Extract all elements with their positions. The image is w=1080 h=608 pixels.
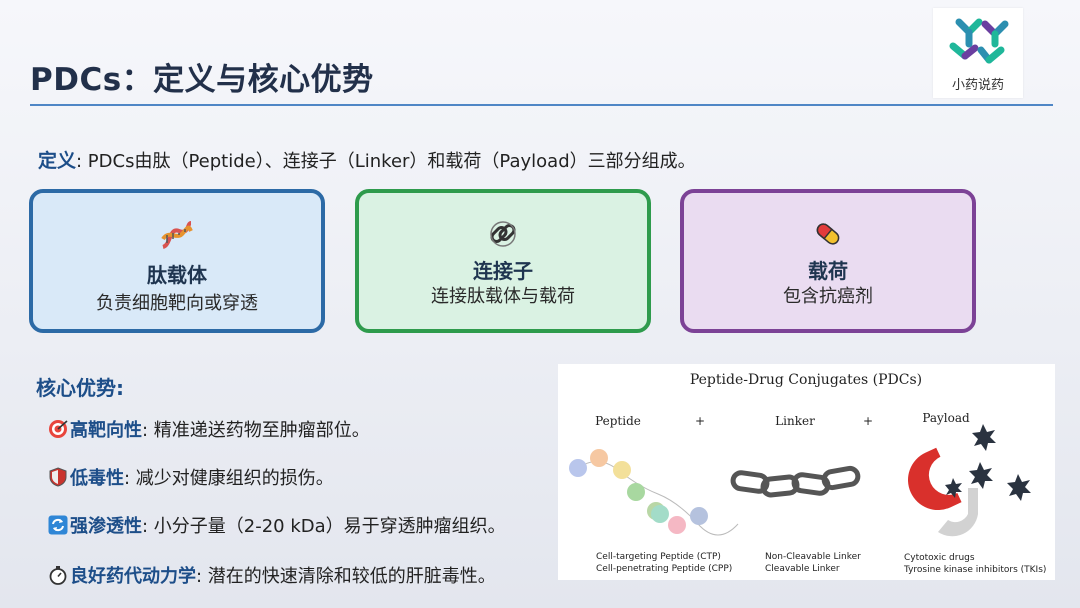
card-title: 连接子 bbox=[473, 259, 533, 283]
card-description: 连接肽载体与载荷 bbox=[431, 286, 575, 307]
title-divider bbox=[30, 104, 1053, 106]
definition-label: 定义 bbox=[38, 150, 77, 172]
diagram-title: Peptide-Drug Conjugates (PDCs) bbox=[690, 372, 922, 388]
payload-caption-2: Tyrosine kinase inhibitors (TKIs) bbox=[903, 565, 1046, 575]
pdc-diagram: Peptide-Drug Conjugates (PDCs) Peptide +… bbox=[558, 364, 1055, 580]
card-title: 肽载体 bbox=[147, 263, 207, 287]
plus-sign: + bbox=[863, 414, 873, 428]
advantage-text: : 潜在的快速清除和较低的肝脏毒性。 bbox=[196, 566, 496, 587]
card-linker: 连接子 连接肽载体与载荷 bbox=[355, 189, 651, 333]
stopwatch-icon bbox=[49, 566, 67, 585]
definition-text: : PDCs由肽（Peptide）、连接子（Linker）和载荷（Payload… bbox=[76, 151, 696, 172]
card-title: 载荷 bbox=[808, 259, 848, 283]
advantage-label: 良好药代动力学 bbox=[70, 566, 196, 587]
card-description: 包含抗癌剂 bbox=[783, 286, 873, 307]
peptide-caption-2: Cell-penetrating Peptide (CPP) bbox=[596, 564, 732, 574]
linker-chain-graphic bbox=[730, 465, 861, 498]
advantage-item: 低毒性: 减少对健康组织的损伤。 bbox=[48, 464, 334, 490]
linker-caption-2: Cleavable Linker bbox=[765, 564, 840, 574]
advantage-item: 良好药代动力学: 潜在的快速清除和较低的肝脏毒性。 bbox=[48, 562, 496, 588]
card-payload: 载荷 包含抗癌剂 bbox=[680, 189, 976, 333]
card-peptide-carrier: 肽载体 负责细胞靶向或穿透 bbox=[29, 189, 325, 333]
molecule-logo-icon bbox=[949, 18, 1009, 64]
advantage-label: 低毒性 bbox=[70, 468, 124, 489]
advantage-label: 强渗透性 bbox=[70, 516, 142, 537]
advantage-item: 高靶向性: 精准递送药物至肿瘤部位。 bbox=[48, 416, 370, 442]
definition-line: 定义: PDCs由肽（Peptide）、连接子（Linker）和载荷（Paylo… bbox=[38, 146, 696, 173]
advantage-text: : 小分子量（2-20 kDa）易于穿透肿瘤组织。 bbox=[142, 516, 506, 537]
advantages-heading: 核心优势: bbox=[36, 376, 124, 400]
link-icon bbox=[490, 221, 516, 247]
peptide-chain-graphic bbox=[569, 449, 739, 536]
advantage-text: : 精准递送药物至肿瘤部位。 bbox=[142, 420, 370, 441]
advantage-label: 高靶向性 bbox=[70, 420, 142, 441]
advantage-item: 强渗透性: 小分子量（2-20 kDa）易于穿透肿瘤组织。 bbox=[48, 512, 506, 538]
peptide-caption-1: Cell-targeting Peptide (CTP) bbox=[596, 552, 721, 562]
advantage-text: : 减少对健康组织的损伤。 bbox=[124, 468, 334, 489]
linker-label: Linker bbox=[775, 414, 815, 428]
peptide-label: Peptide bbox=[595, 414, 641, 428]
brand-logo: 小药说药 bbox=[933, 8, 1023, 98]
pill-icon bbox=[816, 223, 840, 245]
dna-icon bbox=[161, 221, 193, 249]
payload-caption-1: Cytotoxic drugs bbox=[904, 553, 975, 563]
payload-label: Payload bbox=[922, 411, 970, 425]
card-description: 负责细胞靶向或穿透 bbox=[96, 293, 258, 314]
page-title: PDCs：定义与核心优势 bbox=[30, 62, 374, 98]
logo-text: 小药说药 bbox=[951, 78, 1004, 93]
target-icon bbox=[49, 420, 68, 438]
shield-icon bbox=[49, 467, 67, 487]
cycle-icon bbox=[48, 515, 68, 535]
payload-magnet-graphic bbox=[908, 424, 1031, 537]
linker-caption-1: Non-Cleavable Linker bbox=[765, 552, 861, 562]
plus-sign: + bbox=[695, 414, 705, 428]
